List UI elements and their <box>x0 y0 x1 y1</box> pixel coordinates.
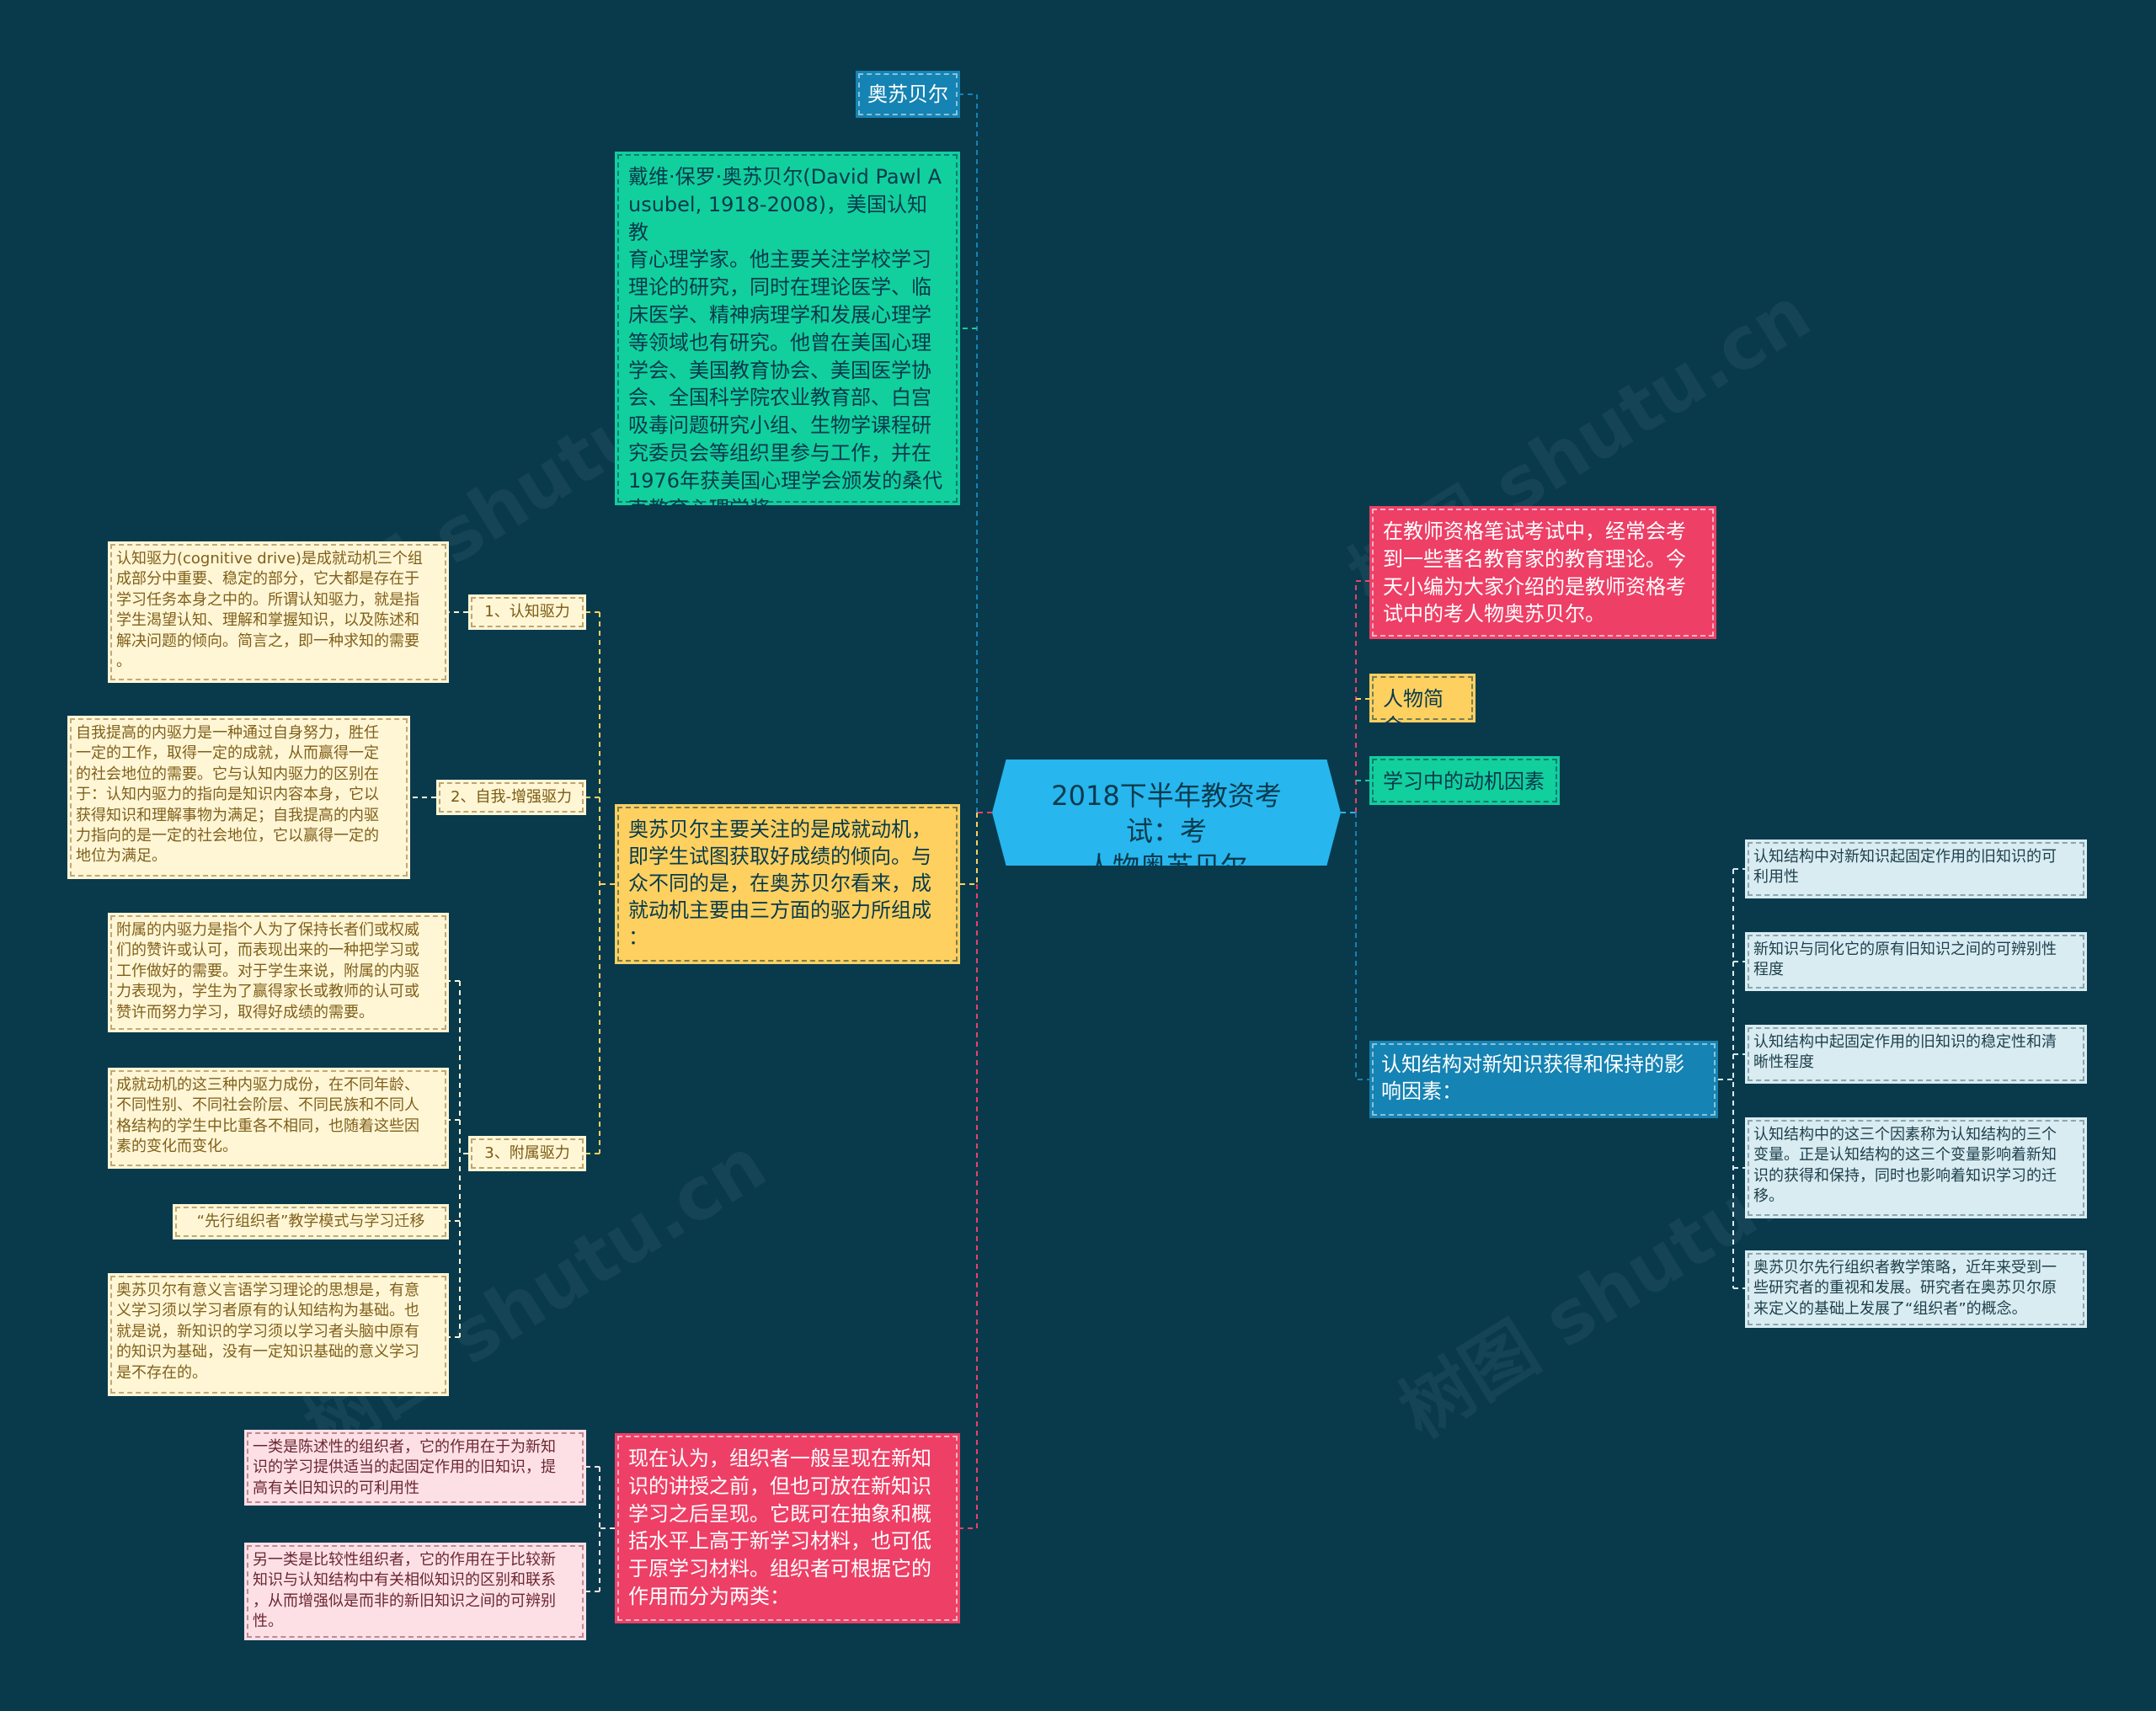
biography-card[interactable]: 戴维·保罗·奥苏贝尔(David Pawl A usubel, 1918-200… <box>615 152 960 505</box>
cognitive-structure-card[interactable]: 认知结构对新知识获得和保持的影 响因素： <box>1369 1041 1718 1118</box>
drive-3-label[interactable]: 3、附属驱力 <box>468 1136 586 1171</box>
link-structure <box>1355 813 1369 1080</box>
organizer-card[interactable]: 现在认为，组织者一般呈现在新知 识的讲授之前，但也可放在新知识 学习之后呈现。它… <box>615 1433 960 1623</box>
drive-3-detail-3[interactable]: “先行组织者”教学模式与学习迁移 <box>173 1204 449 1239</box>
drive-3-detail-2[interactable]: 成就动机的这三种内驱力成份，在不同年龄、 不同性别、不同社会阶层、不同民族和不同… <box>108 1068 449 1169</box>
structure-item-2[interactable]: 新知识与同化它的原有旧知识之间的可辨别性 程度 <box>1745 932 2087 991</box>
intro-card[interactable]: 在教师资格笔试考试中，经常会考 到一些著名教育家的教育理论。今 天小编为大家介绍… <box>1369 506 1716 639</box>
ausubel-label[interactable]: 奥苏贝尔 <box>856 71 960 118</box>
link-ausubel <box>960 93 978 813</box>
motivation-factor-label[interactable]: 学习中的动机因素 <box>1369 756 1560 805</box>
organizer-type-comparative[interactable]: 另一类是比较性组织者，它的作用在于比较新 知识与认知结构中有关相似知识的区别和联… <box>244 1543 586 1640</box>
structure-item-4[interactable]: 认知结构中的这三个因素称为认知结构的三个 变量。正是认知结构的这三个变量影响着新… <box>1745 1117 2087 1218</box>
structure-item-1[interactable]: 认知结构中对新知识起固定作用的旧知识的可 利用性 <box>1745 840 2087 898</box>
drive-1-detail[interactable]: 认知驱力(cognitive drive)是成就动机三个组 成部分中重要、稳定的… <box>108 541 449 683</box>
organizer-type-declarative[interactable]: 一类是陈述性的组织者，它的作用在于为新知 识的学习提供适当的起固定作用的旧知识，… <box>244 1430 586 1506</box>
drive-3-detail-4[interactable]: 奥苏贝尔有意义言语学习理论的思想是，有意 义学习须以学习者原有的认知结构为基础。… <box>108 1273 449 1396</box>
profile-label[interactable]: 人物简介 <box>1369 674 1476 722</box>
link-organizer <box>960 884 978 1529</box>
link-org-trunk <box>599 1467 615 1591</box>
drive-2-label[interactable]: 2、自我-增强驱力 <box>436 780 586 815</box>
link-d3-trunk <box>459 981 468 1337</box>
structure-item-3[interactable]: 认知结构中起固定作用的旧知识的稳定性和清 晰性程度 <box>1745 1025 2087 1084</box>
drive-2-detail[interactable]: 自我提高的内驱力是一种通过自身努力，胜任 一定的工作，取得一定的成就，从而赢得一… <box>67 716 410 879</box>
achievement-motivation-card[interactable]: 奥苏贝尔主要关注的是成就动机， 即学生试图获取好成绩的倾向。与 众不同的是，在奥… <box>615 804 960 964</box>
link-motivation <box>960 813 978 885</box>
drive-1-label[interactable]: 1、认知驱力 <box>468 594 586 630</box>
link-intro <box>1355 580 1369 813</box>
link-drives-trunk <box>599 612 615 1154</box>
center-topic[interactable]: 2018下半年教资考试：考 人物奥苏贝尔 <box>992 760 1341 866</box>
link-s-trunk <box>1718 869 1734 1288</box>
structure-item-5[interactable]: 奥苏贝尔先行组织者教学策略，近年来受到一 些研究者的重视和发展。研究者在奥苏贝尔… <box>1745 1250 2087 1328</box>
drive-3-detail-1[interactable]: 附属的内驱力是指个人为了保持长者们或权威 们的赞许或认可，而表现出来的一种把学习… <box>108 913 449 1032</box>
